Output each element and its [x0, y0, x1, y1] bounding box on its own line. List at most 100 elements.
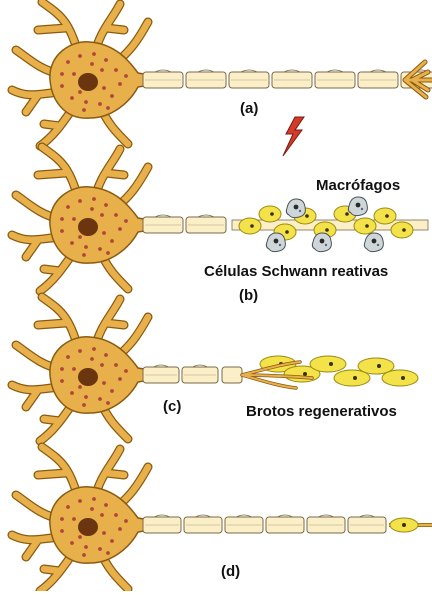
nissl-dot: [78, 90, 82, 94]
nissl-dot: [118, 82, 122, 86]
nissl-dot: [72, 217, 76, 221]
myelin-sheath-d: [143, 515, 386, 533]
nissl-dot: [84, 245, 88, 249]
panel-label-a: (a): [240, 100, 258, 117]
reactive-schwann-cell: [391, 222, 413, 238]
nissl-dot: [82, 553, 86, 557]
nissl-dot: [66, 205, 70, 209]
nissl-dot: [60, 217, 64, 221]
nucleus: [78, 218, 98, 236]
macrophage-vesicle: [377, 244, 379, 246]
nissl-dot: [114, 363, 118, 367]
nissl-dot: [104, 203, 108, 207]
macrophage-nucleus: [320, 239, 325, 244]
nissl-dot: [98, 547, 102, 551]
nissl-dot: [78, 54, 82, 58]
schwann-cell-nucleus: [385, 214, 389, 218]
nissl-dot: [124, 74, 128, 78]
cell-body: [50, 337, 150, 413]
nissl-dot: [102, 381, 106, 385]
nissl-dot: [124, 219, 128, 223]
myelin-sheath-b: [143, 215, 226, 233]
nissl-dot: [98, 397, 102, 401]
axon-terminal-a: [405, 62, 432, 97]
neuron-b: [12, 147, 150, 291]
nissl-dot: [60, 379, 64, 383]
schwann-cell-nucleus: [325, 228, 329, 232]
nissl-dot: [106, 401, 110, 405]
neuron-d: [12, 447, 150, 591]
degenerating-segment-b: [232, 197, 428, 252]
nissl-dot: [92, 197, 96, 201]
panel-label-b: (b): [239, 287, 258, 304]
macrophage-vesicle: [299, 210, 301, 212]
neuron-c: [12, 297, 150, 441]
nissl-dot: [60, 229, 64, 233]
nissl-dot: [98, 247, 102, 251]
panel-label-c: (c): [163, 398, 181, 415]
schwann-cell-nucleus: [377, 364, 381, 368]
schwann-cell-nucleus: [285, 230, 289, 234]
schwann-cell-nucleus: [329, 362, 333, 366]
macrophage-vesicle: [361, 208, 363, 210]
nissl-dot: [66, 505, 70, 509]
nissl-dot: [92, 497, 96, 501]
nissl-dot: [82, 108, 86, 112]
nissl-dot: [118, 227, 122, 231]
nissl-dot: [118, 527, 122, 531]
nissl-dot: [110, 539, 114, 543]
nissl-dot: [90, 507, 94, 511]
schwann-cell-nucleus: [365, 224, 369, 228]
schwann-cell-nucleus: [402, 228, 406, 232]
nissl-dot: [82, 253, 86, 257]
lightning-bolt-icon: [283, 117, 304, 156]
nucleus: [78, 518, 98, 536]
nissl-dot: [66, 60, 70, 64]
nissl-dot: [92, 347, 96, 351]
macrophage-vesicle: [325, 244, 327, 246]
neuron-a: [12, 2, 150, 146]
nissl-dot: [104, 58, 108, 62]
nissl-dot: [72, 72, 76, 76]
nissl-dot: [82, 403, 86, 407]
panel-label-d: (d): [221, 563, 240, 580]
nissl-dot: [124, 369, 128, 373]
nissl-dot: [78, 199, 82, 203]
nissl-dot: [60, 84, 64, 88]
nissl-dot: [78, 535, 82, 539]
schwann-cells-label: Células Schwann reativas: [204, 263, 388, 280]
reactive-schwann-cell: [259, 206, 281, 222]
nissl-dot: [114, 213, 118, 217]
regrowing-tip-d: [389, 518, 432, 532]
nucleus: [78, 368, 98, 386]
nissl-dot: [70, 391, 74, 395]
nissl-dot: [102, 531, 106, 535]
macrophage-nucleus: [356, 203, 361, 208]
nissl-dot: [60, 72, 64, 76]
schwann-cell-nucleus: [401, 376, 405, 380]
nissl-dot: [102, 86, 106, 90]
nissl-dot: [114, 68, 118, 72]
nissl-dot: [110, 389, 114, 393]
macrophage-nucleus: [294, 205, 299, 210]
macrophage-nucleus: [274, 239, 279, 244]
nissl-dot: [100, 213, 104, 217]
nissl-dot: [90, 357, 94, 361]
nissl-dot: [98, 102, 102, 106]
nissl-dot: [90, 207, 94, 211]
nissl-dot: [66, 355, 70, 359]
nissl-dot: [124, 519, 128, 523]
nissl-dot: [92, 52, 96, 56]
nissl-dot: [84, 100, 88, 104]
myelin-segment: [222, 367, 242, 383]
nissl-dot: [60, 529, 64, 533]
nissl-dot: [72, 367, 76, 371]
macrophage-vesicle: [279, 244, 281, 246]
nissl-dot: [118, 377, 122, 381]
schwann-cell-nucleus: [402, 523, 406, 527]
schwann-cell-nucleus: [250, 224, 254, 228]
nissl-dot: [70, 96, 74, 100]
nissl-dot: [100, 513, 104, 517]
